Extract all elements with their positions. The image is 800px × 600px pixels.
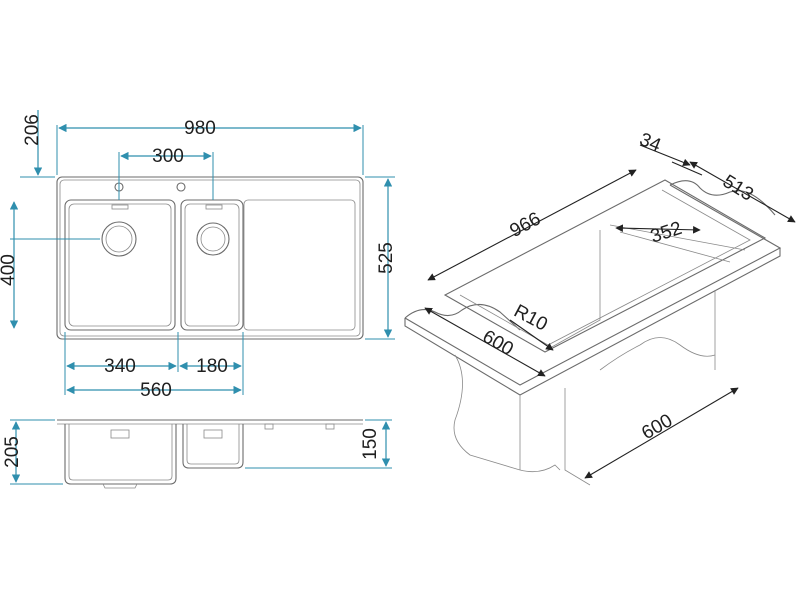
dim-label-205: 205 bbox=[2, 436, 23, 468]
dim-label-r10: R10 bbox=[510, 301, 551, 336]
large-bowl-drain bbox=[101, 221, 137, 257]
tap-hole-right bbox=[176, 182, 186, 192]
iso-bowl-outline bbox=[549, 230, 601, 349]
worktop-wavy-edge bbox=[404, 303, 521, 331]
dim-label-525: 525 bbox=[376, 242, 397, 274]
dim-label-513: 513 bbox=[719, 171, 757, 206]
dim-label-352: 352 bbox=[648, 218, 685, 248]
dim-label-600-side: 600 bbox=[638, 410, 676, 444]
large-bowl-overflow bbox=[111, 204, 129, 210]
dim-label-340: 340 bbox=[104, 356, 136, 377]
dim-line-352 bbox=[615, 224, 701, 234]
cabinet-front-left-wavy bbox=[519, 464, 561, 473]
cabinet-front-left-leg bbox=[453, 354, 521, 471]
top-view: 980 300 206 400 525 340 180 560 bbox=[0, 110, 397, 401]
drainboard-outline bbox=[243, 199, 356, 331]
small-bowl-drain bbox=[196, 222, 230, 256]
dim-label-206: 206 bbox=[22, 114, 43, 146]
side-small-bowl bbox=[182, 424, 244, 469]
side-small-bowl-overflow bbox=[203, 429, 223, 439]
dim-label-966: 966 bbox=[506, 208, 544, 241]
large-bowl-inner bbox=[68, 203, 172, 327]
large-bowl-drain-inner bbox=[105, 225, 133, 253]
dim-label-600-front: 600 bbox=[479, 326, 517, 360]
small-bowl-inner bbox=[184, 203, 240, 327]
dim-label-980: 980 bbox=[184, 118, 216, 139]
small-bowl-overflow bbox=[205, 204, 223, 210]
side-large-bowl-overflow bbox=[110, 429, 130, 439]
small-bowl-outline bbox=[180, 199, 244, 331]
dim-line-600-side bbox=[584, 387, 739, 479]
dim-line-34 bbox=[639, 144, 691, 167]
worktop-outline bbox=[404, 184, 782, 386]
side-view: 205 150 bbox=[2, 419, 392, 489]
cabinet-isometric-view: 34 513 966 352 R10 600 600 bbox=[404, 129, 796, 486]
sink-deck-outline bbox=[56, 176, 364, 340]
large-bowl-outline bbox=[64, 199, 176, 331]
sink-deck-inner-outline bbox=[59, 179, 361, 337]
cabinet-back-wavy bbox=[639, 337, 716, 357]
dim-line-966 bbox=[427, 169, 637, 281]
dim-label-150: 150 bbox=[360, 428, 381, 460]
sink-cutout-outline bbox=[443, 179, 767, 353]
side-large-bowl-drain bbox=[102, 483, 138, 489]
dim-label-300: 300 bbox=[152, 146, 184, 167]
cabinet-right-side bbox=[564, 388, 591, 486]
small-bowl-drain-inner bbox=[200, 226, 226, 252]
side-large-bowl bbox=[64, 424, 177, 485]
dim-label-400: 400 bbox=[0, 254, 19, 286]
dim-label-560: 560 bbox=[140, 380, 172, 401]
dim-label-180: 180 bbox=[196, 356, 228, 377]
dim-line-513 bbox=[689, 161, 796, 223]
dim-line-600-front bbox=[424, 307, 546, 377]
